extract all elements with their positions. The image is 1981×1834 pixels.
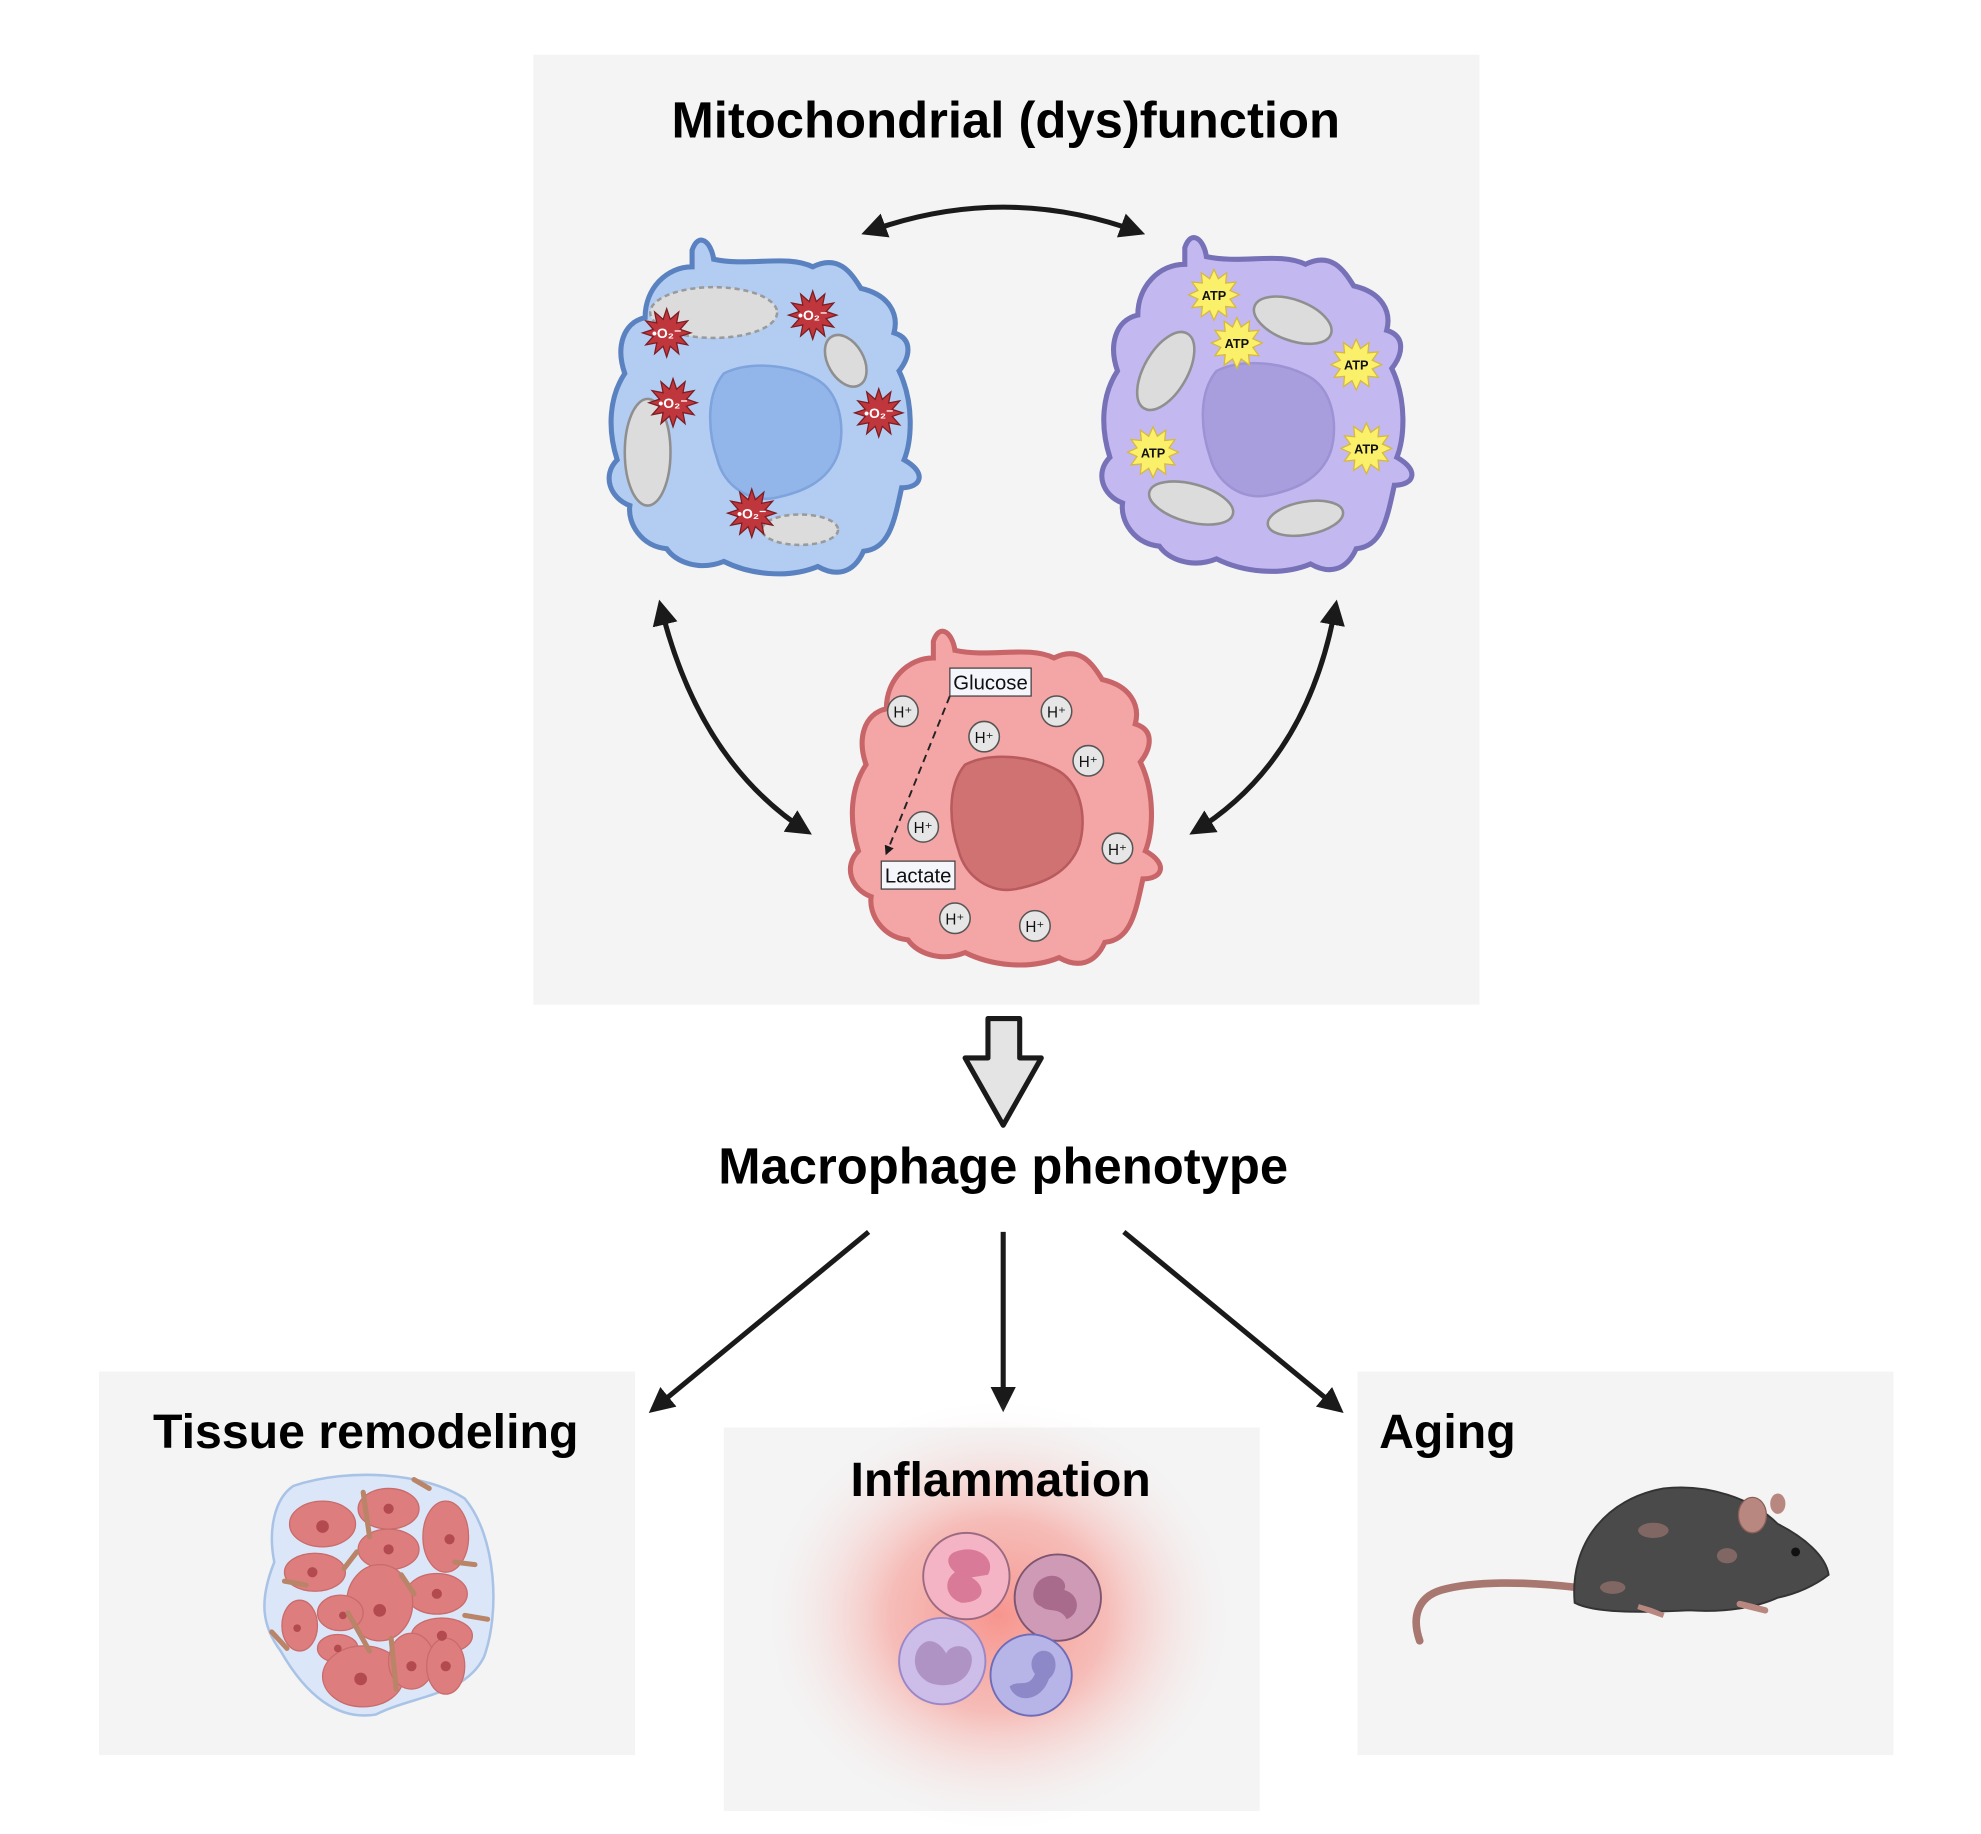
svg-text:Glucose: Glucose — [953, 673, 1027, 695]
mouse-ear — [1737, 1496, 1768, 1534]
mitochondrion — [623, 397, 672, 507]
proton-marker: H⁺ — [886, 695, 919, 728]
svg-text:Lactate: Lactate — [885, 866, 952, 888]
panel-title: Mitochondrial (dys)function — [671, 91, 1340, 148]
mitochondrion — [1252, 295, 1333, 346]
glycolytic-macrophage-cell: Glucose Lactate H⁺ H⁺ H⁺ H⁺ H⁺ H⁺ H⁺ H⁺ — [847, 628, 1163, 968]
proton-marker: H⁺ — [938, 902, 971, 935]
proton-marker: H⁺ — [968, 720, 1001, 753]
proton-label: H⁺ — [1025, 919, 1044, 936]
outcome-title: Tissue remodeling — [153, 1405, 578, 1459]
atp-marker: ATP — [1339, 421, 1394, 476]
proton-label: H⁺ — [1079, 754, 1098, 771]
atp-star-icon — [1209, 316, 1264, 370]
proton-circle-icon — [1072, 744, 1105, 777]
mitochondrion — [760, 513, 840, 547]
proton-circle-icon — [1040, 695, 1073, 728]
proton-label: H⁺ — [975, 730, 994, 747]
proton-label: H⁺ — [893, 705, 912, 722]
proton-marker: H⁺ — [907, 810, 940, 843]
proton-label: H⁺ — [1108, 842, 1127, 859]
atp-label: ATP — [1225, 337, 1250, 351]
superoxide-star-icon — [725, 487, 778, 540]
superoxide-label: •O₂⁻ — [798, 307, 827, 323]
aging-panel: Aging — [1357, 1371, 1894, 1756]
mitochondrion — [1135, 330, 1196, 412]
mitochondrial-function-panel: Mitochondrial (dys)function •O₂⁻ •O₂⁻ •O… — [533, 54, 1480, 1005]
superoxide-label: •O₂⁻ — [737, 505, 766, 521]
atp-label: ATP — [1354, 442, 1379, 456]
proton-marker: H⁺ — [1018, 909, 1051, 942]
lactate-label: Lactate — [880, 860, 956, 890]
double-arrow-top — [861, 204, 1146, 238]
basophil-cell — [1013, 1553, 1102, 1642]
atp-marker: ATP — [1126, 425, 1180, 480]
arrow-to-tissue-remodeling — [648, 1229, 871, 1413]
proton-circle-icon — [886, 695, 919, 728]
proton-circle-icon — [938, 902, 971, 935]
nucleus — [708, 364, 843, 501]
atp-marker: ATP — [1209, 316, 1264, 370]
proton-circle-icon — [1101, 832, 1134, 865]
outcome-title: Inflammation — [851, 1453, 1151, 1507]
atp-macrophage-cell: ATP ATP ATP ATP ATP — [1099, 235, 1415, 574]
glycolysis-dashed-arrow — [884, 695, 951, 856]
mitochondrion — [1266, 499, 1345, 538]
nucleus — [950, 755, 1084, 892]
proton-marker: H⁺ — [1072, 744, 1105, 777]
superoxide-marker: •O₂⁻ — [725, 487, 778, 540]
atp-marker: ATP — [1329, 337, 1384, 392]
macrophage-phenotype-title: Macrophage phenotype — [718, 1138, 1288, 1195]
double-arrow-left — [652, 599, 812, 835]
mitochondrion — [823, 333, 868, 388]
atp-star-icon — [1187, 267, 1241, 322]
superoxide-label: •O₂⁻ — [652, 325, 681, 341]
superoxide-star-icon — [646, 376, 700, 429]
atp-label: ATP — [1344, 359, 1369, 373]
lymphocyte-cell — [898, 1617, 987, 1706]
ros-macrophage-cell: •O₂⁻ •O₂⁻ •O₂⁻ •O₂⁻ •O₂⁻ — [606, 237, 922, 577]
superoxide-label: •O₂⁻ — [864, 405, 893, 421]
proton-circle-icon — [968, 720, 1001, 753]
neutrophil-cell — [989, 1633, 1073, 1717]
tissue-icon — [263, 1473, 495, 1717]
atp-star-icon — [1329, 337, 1384, 392]
proton-label: H⁺ — [914, 820, 933, 837]
double-arrow-right — [1189, 599, 1345, 835]
arrow-to-aging — [1122, 1229, 1344, 1413]
proton-marker: H⁺ — [1040, 695, 1073, 728]
inflammation-panel: Inflammation — [723, 1399, 1260, 1832]
proton-label: H⁺ — [945, 912, 964, 929]
superoxide-marker: •O₂⁻ — [852, 386, 905, 439]
atp-star-icon — [1339, 421, 1394, 476]
superoxide-marker: •O₂⁻ — [786, 288, 839, 342]
atp-label: ATP — [1141, 446, 1166, 460]
superoxide-marker: •O₂⁻ — [646, 376, 700, 429]
hollow-down-arrow — [962, 1016, 1044, 1128]
superoxide-star-icon — [852, 386, 905, 439]
eosinophil-cell — [922, 1531, 1011, 1621]
proton-marker: H⁺ — [1101, 832, 1134, 865]
atp-marker: ATP — [1187, 267, 1241, 322]
immune-cells-icon — [898, 1531, 1102, 1717]
proton-circle-icon — [907, 810, 940, 843]
proton-label: H⁺ — [1047, 705, 1066, 722]
atp-label: ATP — [1202, 289, 1227, 303]
superoxide-marker: •O₂⁻ — [640, 306, 693, 359]
inflammation-glow — [756, 1399, 1240, 1832]
superoxide-star-icon — [640, 306, 693, 359]
mouse-eye — [1791, 1547, 1801, 1557]
mouse-tail — [1412, 1579, 1581, 1645]
nucleus — [1201, 361, 1336, 498]
superoxide-star-icon — [786, 288, 839, 342]
mouse-icon — [1412, 1486, 1830, 1645]
glucose-label: Glucose — [949, 667, 1032, 697]
outcome-title: Aging — [1379, 1405, 1516, 1459]
mitochondrion — [1147, 480, 1235, 526]
superoxide-label: •O₂⁻ — [658, 395, 687, 411]
proton-circle-icon — [1018, 909, 1051, 942]
tissue-remodeling-panel: Tissue remodeling — [99, 1371, 635, 1756]
atp-star-icon — [1126, 425, 1180, 480]
